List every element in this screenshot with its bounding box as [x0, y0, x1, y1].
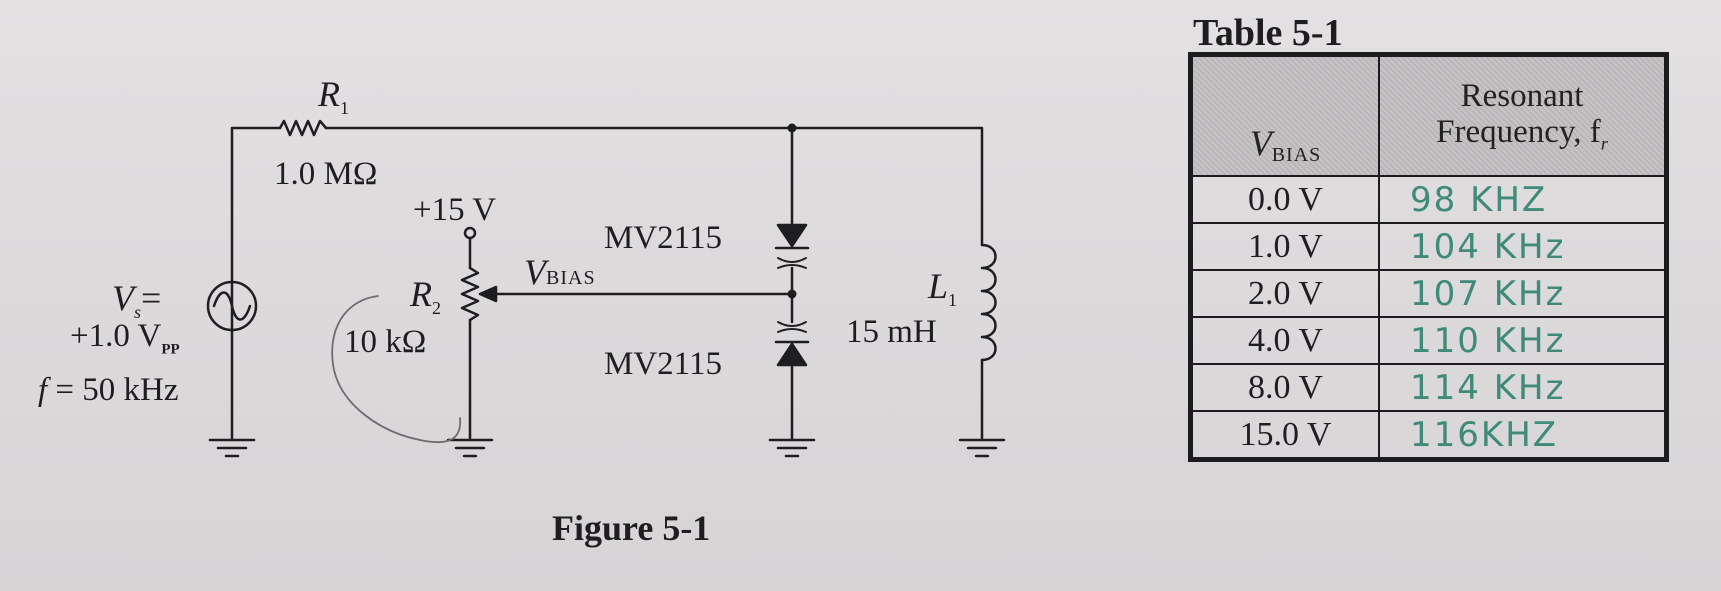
vbias-cell: 8.0 V	[1189, 363, 1380, 412]
frequency-cell: 104 KHz	[1378, 222, 1668, 271]
source-name: Vs=	[112, 278, 162, 323]
vbias-cell: 2.0 V	[1189, 269, 1380, 318]
ground-varactor-icon	[768, 433, 816, 458]
inductor-l1	[980, 243, 997, 362]
table-row: 1.0 V 104 KHz	[1189, 222, 1668, 271]
table-row: 4.0 V 110 KHz	[1189, 316, 1668, 365]
circuit-schematic	[206, 119, 1006, 458]
frequency-cell: 116KHZ	[1378, 410, 1668, 461]
header-vbias: VBIAS	[1189, 53, 1380, 177]
diode-top-cap-plate	[777, 257, 807, 263]
source-frequency: f = 50 kHz	[38, 372, 179, 408]
table-title: Table 5-1	[1193, 12, 1343, 54]
diode-top-label: MV2115	[604, 220, 722, 256]
junction-mid	[787, 289, 797, 299]
source-amplitude: +1.0 VPP	[70, 318, 180, 358]
pencil-loop-annotation	[331, 295, 461, 444]
vbias-cell: 4.0 V	[1189, 316, 1380, 365]
ground-r2-icon	[446, 433, 494, 458]
table-row: 0.0 V 98 KHZ	[1189, 175, 1668, 224]
ground-source-icon	[208, 403, 256, 458]
diode-bottom-label: MV2115	[604, 346, 722, 382]
frequency-cell: 107 KHz	[1378, 269, 1668, 318]
diode-top-icon	[776, 223, 808, 248]
vbias-cell: 15.0 V	[1189, 410, 1380, 461]
table-header-row: VBIAS Resonant Frequency, fr	[1189, 53, 1668, 177]
table-row: 8.0 V 114 KHz	[1189, 363, 1668, 412]
frequency-cell: 110 KHz	[1378, 316, 1668, 365]
l1-value: 15 mH	[846, 314, 937, 350]
supply-terminal	[463, 226, 477, 240]
r2-potentiometer	[460, 266, 480, 322]
r2-value: 10 kΩ	[344, 324, 427, 360]
vbias-cell: 0.0 V	[1189, 175, 1380, 224]
l1-label: L1	[928, 266, 958, 311]
diode-bottom-cap-plate	[777, 321, 807, 327]
ac-source-circle	[206, 280, 258, 332]
diode-bottom-cap-plate2	[777, 328, 807, 333]
supply-label: +15 V	[413, 192, 497, 228]
ground-inductor-icon	[958, 433, 1006, 458]
r1-label: R1	[318, 74, 349, 119]
wiper-arrow	[478, 285, 498, 303]
table-row: 2.0 V 107 KHz	[1189, 269, 1668, 318]
diode-top-cap-plate2	[777, 264, 807, 269]
r1-resistor	[278, 119, 328, 137]
resonance-table: VBIAS Resonant Frequency, fr 0.0 V 98 KH…	[1188, 52, 1669, 462]
frequency-cell: 114 KHz	[1378, 363, 1668, 412]
wire-top-right	[324, 126, 984, 247]
junction-top	[787, 123, 797, 133]
header-frequency: Resonant Frequency, fr	[1378, 53, 1668, 177]
wire-top-left	[230, 126, 282, 407]
r2-label: R2	[410, 274, 441, 319]
vbias-cell: 1.0 V	[1189, 222, 1380, 271]
vbias-label: VBIAS	[524, 252, 596, 292]
frequency-cell: 98 KHZ	[1378, 175, 1668, 224]
diode-bottom-icon	[776, 342, 808, 367]
r1-value: 1.0 MΩ	[274, 156, 378, 192]
figure-caption: Figure 5-1	[552, 508, 711, 548]
table-row: 15.0 V 116KHZ	[1189, 410, 1668, 461]
sine-wave-icon	[212, 291, 252, 321]
